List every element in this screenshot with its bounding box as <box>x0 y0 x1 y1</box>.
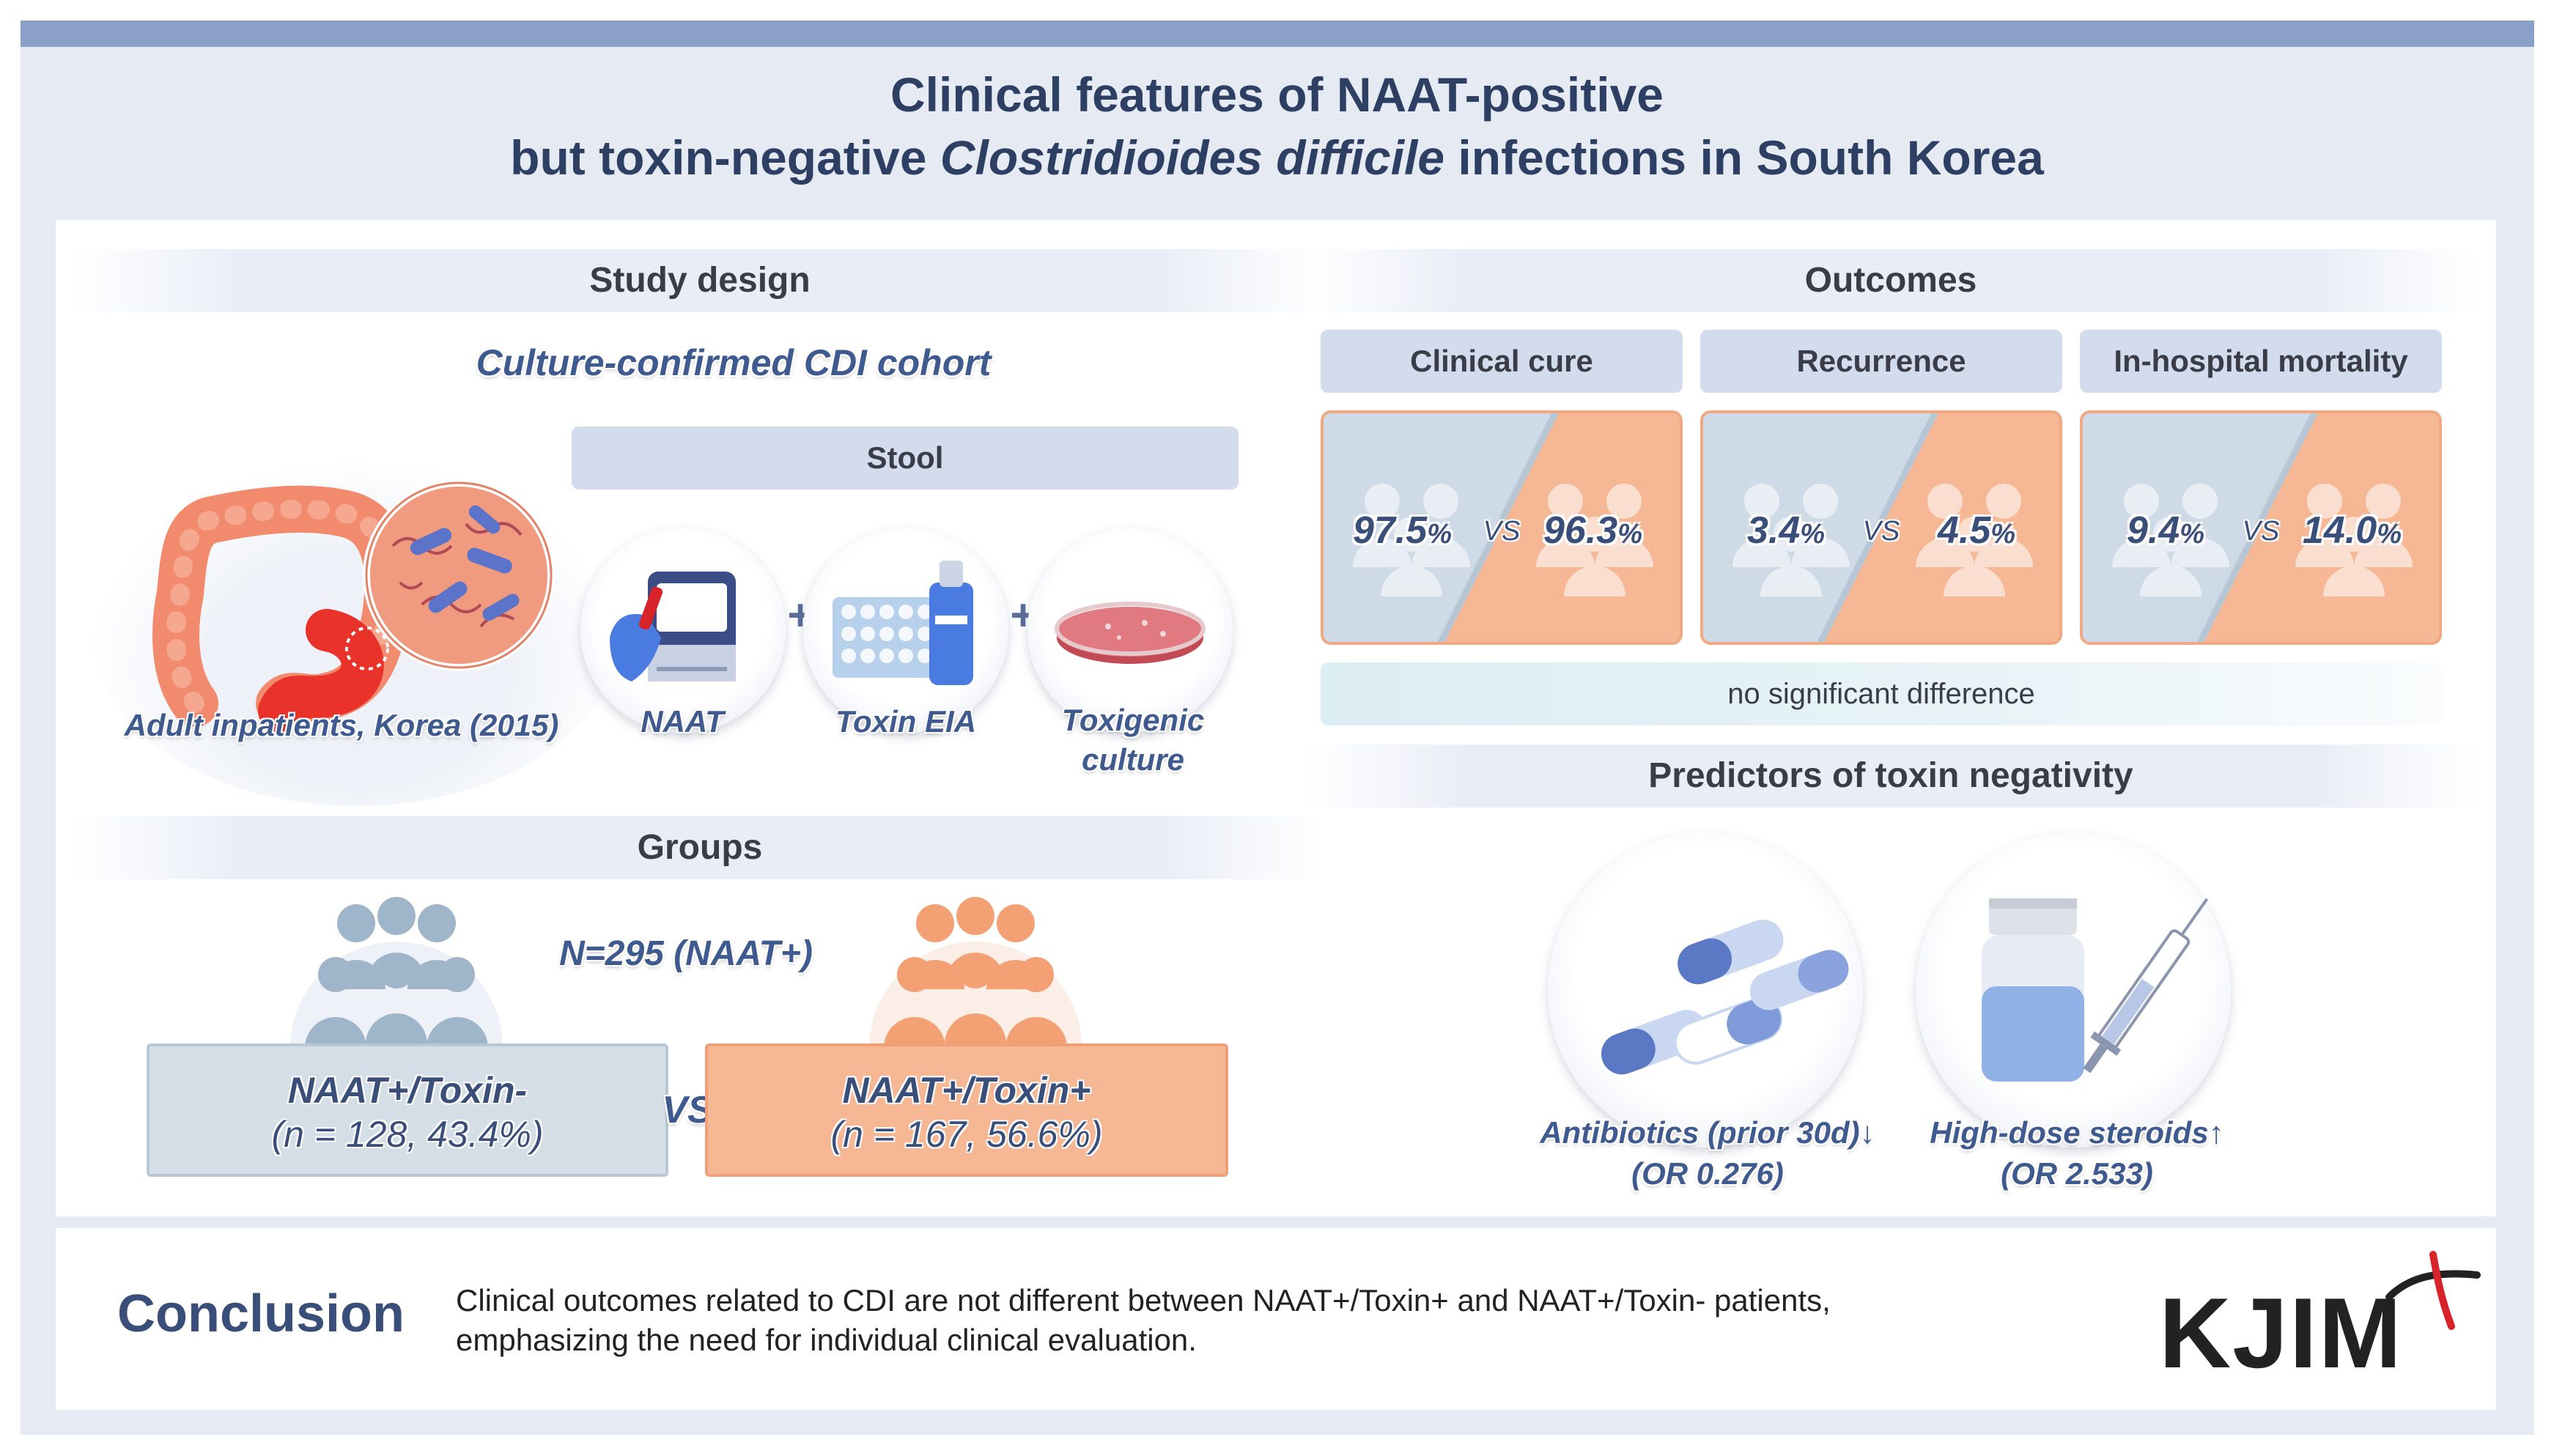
people-ghost-icon <box>1916 484 2033 596</box>
people-ghost-icon <box>1536 484 1653 596</box>
predictors-heading: Predictors of toxin negativity <box>1304 744 2477 808</box>
cure-pos-value: 96.3% <box>1543 509 1643 552</box>
mortality-neg-value: 9.4% <box>2127 509 2205 552</box>
steroids-circle <box>1916 832 2231 1148</box>
antibiotics-label: Antibiotics (prior 30d)↓ (OR 0.276) <box>1510 1112 1905 1194</box>
outcome-clinical-cure-box: 97.5% VS 96.3% <box>1321 410 1683 645</box>
outcome-mortality-label: In-hospital mortality <box>2080 330 2442 393</box>
people-ghost-icon <box>1353 484 1470 596</box>
naat-label: NAAT <box>641 704 724 739</box>
group-toxin-positive: NAAT+/Toxin+ (n = 167, 56.6%) <box>705 1043 1228 1177</box>
increase-arrow-icon: ↑ <box>2208 1115 2224 1150</box>
cure-vs: VS <box>1483 516 1521 547</box>
colon-icon <box>152 485 412 732</box>
people-ghost-icon <box>1732 484 1850 596</box>
petri-dish-icon <box>1055 602 1206 664</box>
people-group-neg-icon <box>290 897 503 1048</box>
vial-syringe-icon <box>1982 898 2209 1082</box>
conclusion-text: Clinical outcomes related to CDI are not… <box>456 1283 1831 1357</box>
no-significant-difference-note: no significant difference <box>1321 662 2442 725</box>
group-pos-detail: (n = 167, 56.6%) <box>830 1114 1103 1155</box>
steroids-label: High-dose steroids↑ (OR 2.533) <box>1894 1112 2260 1194</box>
recurrence-neg-value: 3.4% <box>1747 509 1826 552</box>
title-line-2: but toxin-negative Clostridioides diffic… <box>510 130 2044 185</box>
conclusion-heading: Conclusion <box>117 1285 405 1343</box>
study-design-heading: Study design <box>73 249 1326 312</box>
mortality-vs: VS <box>2242 516 2280 547</box>
title-line-1: Clinical features of NAAT-positive <box>890 67 1664 122</box>
groups-vs: VS <box>662 1089 713 1131</box>
naat-machine-icon <box>610 572 736 681</box>
top-accent-bar <box>21 21 2534 47</box>
people-ghost-icon <box>2295 484 2413 596</box>
capsules-icon <box>1601 920 1849 1075</box>
group-pos-label: NAAT+/Toxin+ <box>842 1070 1091 1111</box>
outcome-mortality-box: 9.4% VS 14.0% <box>2080 410 2442 645</box>
group-neg-detail: (n = 128, 43.4%) <box>271 1114 544 1155</box>
conclusion-panel <box>56 1228 2496 1410</box>
mortality-pos-value: 14.0% <box>2303 509 2402 552</box>
logo-cross-icon <box>2385 1251 2481 1330</box>
toxin-eia-label: Toxin EIA <box>835 704 977 739</box>
cohort-label: Culture-confirmed CDI cohort <box>476 342 992 383</box>
people-group-pos-icon <box>869 897 1082 1048</box>
toxin-eia-circle <box>803 528 1008 733</box>
page-title: Clinical features of NAAT-positive but t… <box>0 63 2554 189</box>
elisa-plate-icon <box>833 561 973 685</box>
group-toxin-negative: NAAT+/Toxin- (n = 128, 43.4%) <box>147 1043 668 1177</box>
cure-neg-value: 97.5% <box>1353 509 1453 552</box>
people-ghost-icon <box>2112 484 2229 596</box>
group-total: N=295 (NAAT+) <box>559 934 813 973</box>
kjim-logo: KJIM <box>2159 1277 2403 1389</box>
bacteria-icon <box>363 479 555 671</box>
population-label: Adult inpatients, Korea (2015) <box>124 708 559 742</box>
stool-header: Stool <box>572 426 1239 489</box>
recurrence-pos-value: 4.5% <box>1938 509 2016 552</box>
group-neg-label: NAAT+/Toxin- <box>287 1070 528 1111</box>
outcome-recurrence-label: Recurrence <box>1700 330 2062 393</box>
decrease-arrow-icon: ↓ <box>1859 1115 1875 1150</box>
recurrence-vs: VS <box>1862 516 1900 547</box>
groups-heading: Groups <box>73 816 1326 879</box>
antibiotics-or: (OR 0.276) <box>1631 1156 1784 1191</box>
outcomes-heading: Outcomes <box>1304 249 2477 312</box>
culture-circle <box>1027 528 1233 733</box>
steroids-or: (OR 2.533) <box>2001 1156 2153 1191</box>
naat-circle <box>580 528 786 733</box>
outcome-clinical-cure-label: Clinical cure <box>1321 330 1683 393</box>
outcome-recurrence-box: 3.4% VS 4.5% <box>1700 410 2062 645</box>
antibiotics-circle <box>1548 832 1863 1148</box>
